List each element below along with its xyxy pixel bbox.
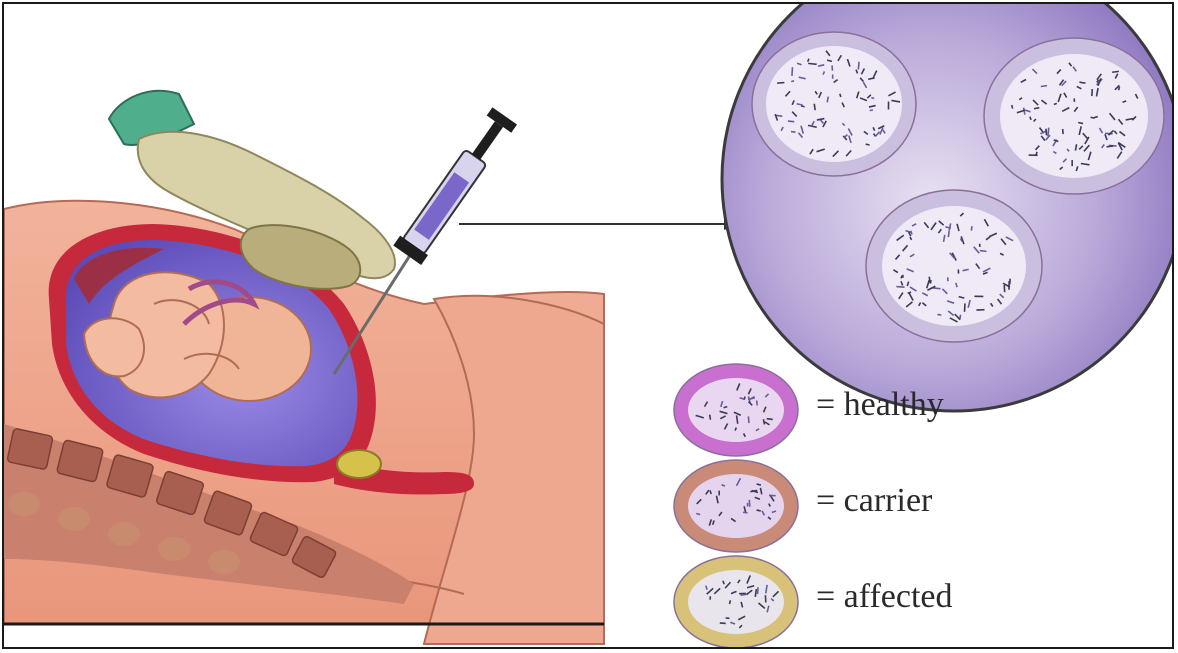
legend-label-affected: = affected [816,578,953,616]
legend-item-affected: = affected [666,552,1066,649]
affected-cell [674,556,798,648]
healthy-cell-icon [666,360,806,460]
magnified-cells-view [722,4,1174,411]
legend-label-carrier: = carrier [816,482,932,520]
legend-item-carrier: = carrier [666,456,1066,556]
affected-cell-icon [666,552,806,649]
legend-item-healthy: = healthy [666,360,1066,460]
carrier-cell [674,460,798,552]
healthy-cell [674,364,798,456]
carrier-cell-icon [666,456,806,556]
legend-label-healthy: = healthy [816,386,944,424]
